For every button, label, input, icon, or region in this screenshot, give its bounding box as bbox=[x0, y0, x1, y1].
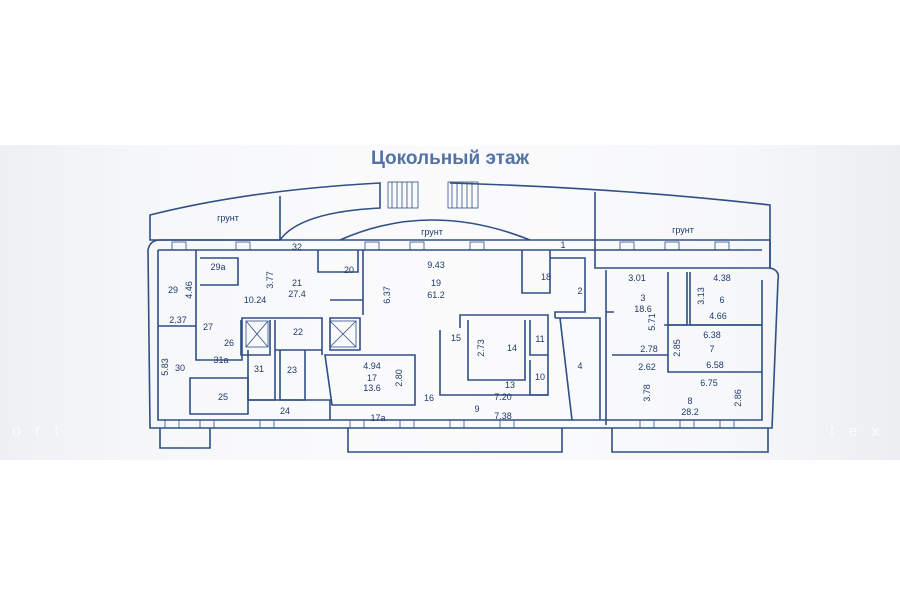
elevator-shafts bbox=[245, 320, 357, 348]
room-label: 9.43 bbox=[427, 260, 445, 270]
room-label: 4.66 bbox=[709, 311, 727, 321]
room-label: 2.73 bbox=[476, 339, 486, 357]
windows bbox=[164, 241, 735, 429]
room-label: 4.38 bbox=[713, 273, 731, 283]
ground-label: грунт bbox=[217, 213, 239, 223]
room-label: 61.2 bbox=[427, 290, 445, 300]
room-label: 24 bbox=[280, 406, 290, 416]
outer-wall bbox=[147, 239, 780, 429]
room-label: 19 bbox=[431, 278, 441, 288]
room-label: 29a bbox=[210, 262, 225, 272]
room-label: 1 bbox=[560, 240, 565, 250]
room-label: 18.6 bbox=[634, 304, 652, 314]
room-label: 2 bbox=[577, 286, 582, 296]
room-label: 28.2 bbox=[681, 407, 699, 417]
room-label: 15 bbox=[451, 333, 461, 343]
room-label: 5.83 bbox=[160, 358, 170, 376]
ground-area-right bbox=[449, 182, 771, 269]
room-label: 31 bbox=[254, 364, 264, 374]
watermark: ort bbox=[12, 423, 73, 440]
stairs bbox=[387, 181, 479, 209]
room-label: 3.78 bbox=[642, 384, 652, 402]
room-labels: 32 20 29a 3.77 21 27.4 10.24 29 4.46 2.3… bbox=[160, 240, 743, 423]
room-label: 11 bbox=[535, 334, 544, 344]
room-label: 26 bbox=[224, 338, 234, 348]
room-label: 27 bbox=[203, 322, 213, 332]
room-label: 3.01 bbox=[628, 273, 646, 283]
room-label: 7.38 bbox=[494, 411, 512, 421]
room-label: 6.58 bbox=[706, 360, 724, 370]
ground-label: грунт bbox=[672, 225, 694, 235]
room-label: 17a bbox=[370, 413, 385, 423]
room-label: 3.13 bbox=[696, 287, 706, 305]
room-label: 4.94 bbox=[363, 361, 381, 371]
room-label: 4.46 bbox=[184, 281, 194, 299]
room-label: 2.85 bbox=[672, 339, 682, 357]
room-label: 6.75 bbox=[700, 378, 718, 388]
room-label: 2.37 bbox=[169, 315, 187, 325]
room-label: 32 bbox=[292, 242, 302, 252]
room-label: 25 bbox=[218, 392, 228, 402]
room-label: 6.37 bbox=[382, 286, 392, 304]
room-label: 8 bbox=[687, 396, 692, 406]
room-label: 7 bbox=[709, 344, 714, 354]
ground-label: грунт bbox=[421, 227, 443, 237]
room-label: 20 bbox=[344, 265, 354, 275]
room-label: 3 bbox=[640, 293, 645, 303]
room-label: 6 bbox=[719, 295, 724, 305]
room-label: 9 bbox=[474, 404, 479, 414]
room-label: 2.80 bbox=[394, 369, 404, 387]
room-label: 10 bbox=[535, 372, 545, 382]
room-label: 6.38 bbox=[703, 330, 721, 340]
room-label: 21 bbox=[292, 278, 302, 288]
room-label: 2.62 bbox=[638, 362, 656, 372]
room-label: 5.71 bbox=[647, 313, 657, 331]
room-label: 4 bbox=[577, 361, 582, 371]
ground-area-center bbox=[279, 196, 531, 241]
room-label: 29 bbox=[168, 285, 178, 295]
room-label: 2.86 bbox=[733, 389, 743, 407]
room-label: 31a bbox=[213, 355, 228, 365]
ground-area-left bbox=[149, 182, 381, 241]
room-label: 13 bbox=[505, 380, 515, 390]
room-label: 30 bbox=[175, 363, 185, 373]
watermark: tex bbox=[830, 423, 894, 440]
room-label: 23 bbox=[287, 365, 297, 375]
room-label: 7.20 bbox=[494, 392, 512, 402]
pits bbox=[159, 428, 769, 453]
room-label: 14 bbox=[507, 343, 517, 353]
room-label: 13.6 bbox=[363, 383, 381, 393]
room-label: 18 bbox=[541, 272, 551, 282]
interior-walls bbox=[158, 250, 762, 425]
page-title: Цокольный этаж bbox=[370, 148, 530, 169]
room-label: 22 bbox=[293, 327, 303, 337]
room-label: 27.4 bbox=[288, 289, 306, 299]
room-label: 3.77 bbox=[265, 271, 275, 289]
room-label: 17 bbox=[367, 373, 377, 383]
room-label: 16 bbox=[424, 393, 434, 403]
room-label: 2.78 bbox=[640, 344, 658, 354]
room-label: 10.24 bbox=[244, 295, 267, 305]
